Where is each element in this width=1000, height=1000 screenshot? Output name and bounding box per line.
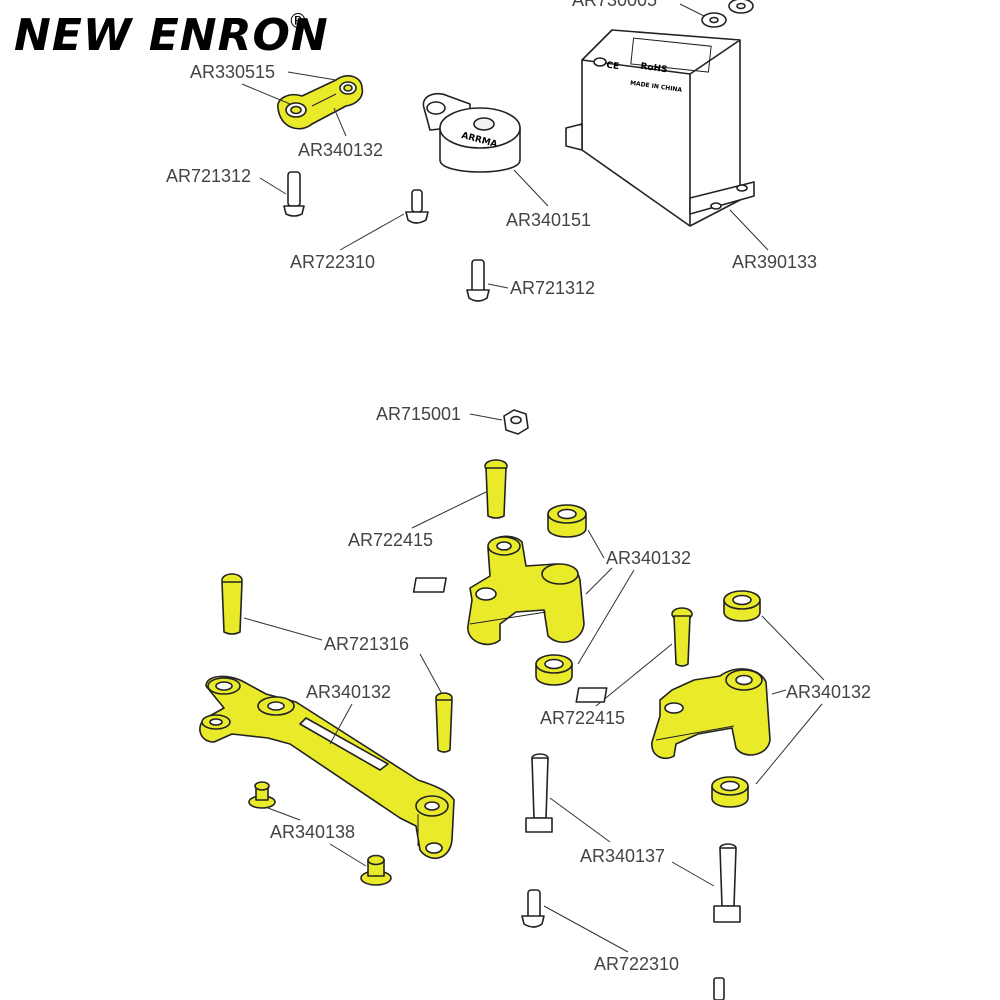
bearing-right-top: [723, 590, 761, 622]
screw-ar722415-lower: [671, 607, 693, 667]
brand-name: NEW ENRON: [14, 10, 329, 61]
label-top-cut: AR730005: [572, 0, 657, 10]
label-ar330515: AR330515: [190, 62, 275, 82]
label-ar340132-d: AR340132: [786, 682, 871, 702]
bearing-right-bottom: [711, 776, 749, 808]
label-ar721312-b: AR721312: [510, 278, 595, 298]
label-ar340138: AR340138: [270, 822, 355, 842]
servo-arm-small: [277, 75, 364, 130]
servo-ar390133: RoHS CE MADE IN CHINA: [565, 29, 755, 227]
label-ar722310-bottom: AR722310: [594, 954, 679, 974]
screw-ar721316-right: [435, 692, 453, 753]
washer-pair: [701, 0, 754, 28]
bearing-upper: [547, 504, 587, 538]
label-ar390133: AR390133: [732, 252, 817, 272]
label-ar722415-b: AR722415: [540, 708, 625, 728]
bushing-right: [360, 854, 392, 886]
bellcrank-upper: [412, 535, 585, 646]
registered-mark: ®: [288, 9, 308, 33]
label-ar340151: AR340151: [506, 210, 591, 230]
label-ar340132-top: AR340132: [298, 140, 383, 160]
screw-ar721316-left: [221, 573, 243, 635]
nut-ar715001: [503, 409, 529, 435]
post-ar340137-left: [525, 753, 553, 833]
label-ar722310-top: AR722310: [290, 252, 375, 272]
screw-ar721312-mid: [466, 259, 490, 302]
label-ar715001: AR715001: [376, 404, 461, 424]
screw-ar721312-left: [283, 171, 305, 217]
label-ar722415-a: AR722415: [348, 530, 433, 550]
screw-ar722310-bottom-right: [713, 977, 725, 1000]
post-ar340137-right: [713, 843, 741, 923]
bushing-left: [248, 781, 276, 809]
label-ar340132-c: AR340132: [306, 682, 391, 702]
bellcrank-lower: [575, 668, 771, 760]
label-ar340137: AR340137: [580, 846, 665, 866]
servo-saver: ARRMA: [422, 92, 521, 173]
screw-ar722310-bottom-left: [521, 889, 545, 928]
bearing-mid: [535, 654, 573, 686]
label-ar340132-b: AR340132: [606, 548, 691, 568]
brand-logo: NEW ENRON ®: [14, 9, 329, 61]
screw-ar722310-top: [405, 189, 429, 224]
servo-rohs-mark: RoHS: [640, 62, 668, 76]
drag-link: [199, 675, 455, 860]
label-ar721316: AR721316: [324, 634, 409, 654]
label-ar721312-a: AR721312: [166, 166, 251, 186]
servo-ce-mark: CE: [606, 61, 620, 73]
screw-ar722415-upper: [484, 459, 508, 519]
